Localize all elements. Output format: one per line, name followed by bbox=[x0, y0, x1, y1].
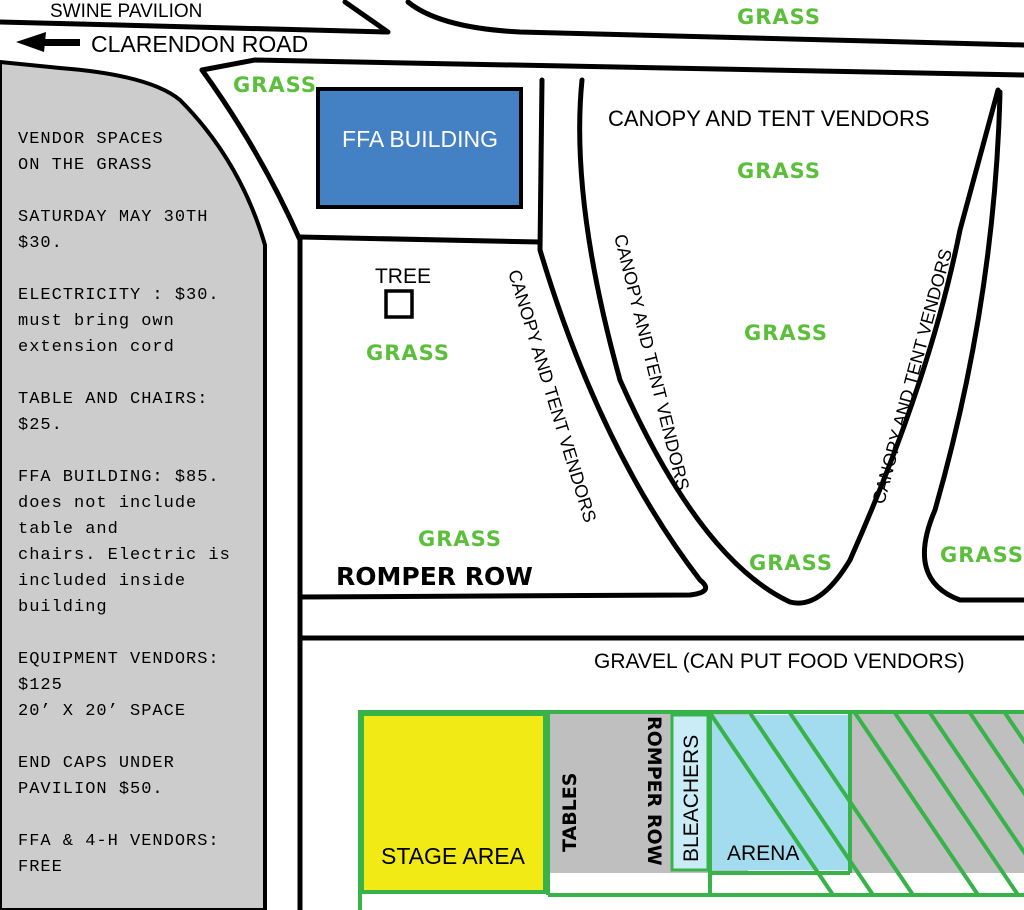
info-panel-text: VENDOR SPACES ON THE GRASS SATURDAY MAY 30… bbox=[18, 130, 231, 877]
info-panel-line: PAVILION $50. bbox=[18, 780, 164, 799]
info-panel-line: $25. bbox=[18, 416, 63, 435]
grass-label: GRASS bbox=[366, 341, 450, 365]
road-edge-top-right bbox=[405, 0, 1024, 48]
tree-label: TREE bbox=[375, 265, 431, 288]
info-panel-line: EQUIPMENT VENDORS: bbox=[18, 650, 220, 669]
tree-marker bbox=[384, 289, 414, 319]
info-panel-line: chairs. Electric is bbox=[18, 546, 231, 565]
bleachers-area bbox=[670, 713, 710, 872]
canopy-vendors-label: CANOPY AND TENT VENDORS bbox=[869, 247, 956, 506]
info-panel-line: $30. bbox=[18, 234, 63, 253]
path-ffa-south bbox=[297, 234, 543, 245]
info-panel-line: 20’ X 20’ SPACE bbox=[18, 702, 186, 721]
path-divider bbox=[297, 77, 709, 600]
grass-label: GRASS bbox=[940, 543, 1024, 567]
info-panel-line: ELECTRICITY : $30. bbox=[18, 286, 220, 305]
clarendon-road-label: CLARENDON ROAD bbox=[91, 31, 308, 57]
gravel-label: GRAVEL (CAN PUT FOOD VENDORS) bbox=[594, 650, 965, 673]
info-panel-line: VENDOR SPACES bbox=[18, 130, 164, 149]
canopy-vendors-label: CANOPY AND TENT VENDORS bbox=[608, 106, 930, 131]
info-panel-line: FFA & 4-H VENDORS: bbox=[18, 832, 220, 851]
info-panel-line: FFA BUILDING: $85. bbox=[18, 468, 220, 487]
canopy-vendors-label: CANOPY AND TENT VENDORS bbox=[504, 267, 600, 524]
grass-label: GRASS bbox=[737, 5, 821, 29]
grass-label: GRASS bbox=[233, 73, 317, 97]
swine-pavilion-label: SWINE PAVILION bbox=[50, 1, 202, 22]
info-panel-line: does not include bbox=[18, 494, 197, 513]
ffa-building bbox=[316, 87, 523, 209]
info-panel-line: included inside bbox=[18, 572, 186, 591]
info-panel-line: TABLE AND CHAIRS: bbox=[18, 390, 208, 409]
grass-label: GRASS bbox=[744, 321, 828, 345]
romper-row-label: ROMPER ROW bbox=[643, 716, 665, 866]
info-panel-line: table and bbox=[18, 520, 119, 539]
info-panel-line: END CAPS UNDER bbox=[18, 754, 175, 773]
stage-area bbox=[360, 712, 547, 894]
info-panel-line: building bbox=[18, 598, 108, 617]
central-lot-edge bbox=[577, 77, 1001, 606]
bleachers-label: BLEACHERS bbox=[680, 735, 703, 862]
road-edge-left bbox=[199, 67, 303, 910]
arena-area bbox=[710, 715, 850, 870]
info-panel-line: extension cord bbox=[18, 338, 175, 357]
grass-label: GRASS bbox=[737, 159, 821, 183]
romper-row-label: ROMPER ROW bbox=[336, 562, 533, 591]
swine-pavilion-road-edge bbox=[0, 0, 391, 35]
grass-label: GRASS bbox=[418, 527, 502, 551]
pavilion-complex: STAGE AREA TABLES ROMPER ROW BLEACHERS A… bbox=[358, 710, 1024, 910]
ffa-building-label: FFA BUILDING bbox=[342, 126, 498, 152]
tables-label: TABLES bbox=[559, 773, 581, 852]
info-panel-line: SATURDAY MAY 30TH bbox=[18, 208, 208, 227]
info-panel-line: must bring own bbox=[18, 312, 175, 331]
arena-label: ARENA bbox=[727, 842, 799, 865]
info-panel bbox=[0, 59, 267, 910]
info-panel-line: FREE bbox=[18, 858, 63, 877]
info-panel-line: ON THE GRASS bbox=[18, 156, 152, 175]
clarendon-road-edge bbox=[199, 57, 1024, 78]
east-lot-edge bbox=[921, 89, 1024, 603]
info-panel-line: $125 bbox=[18, 676, 63, 695]
stage-area-label: STAGE AREA bbox=[381, 843, 526, 869]
grass-label: GRASS bbox=[749, 551, 833, 575]
arrow-left-icon bbox=[16, 32, 80, 52]
